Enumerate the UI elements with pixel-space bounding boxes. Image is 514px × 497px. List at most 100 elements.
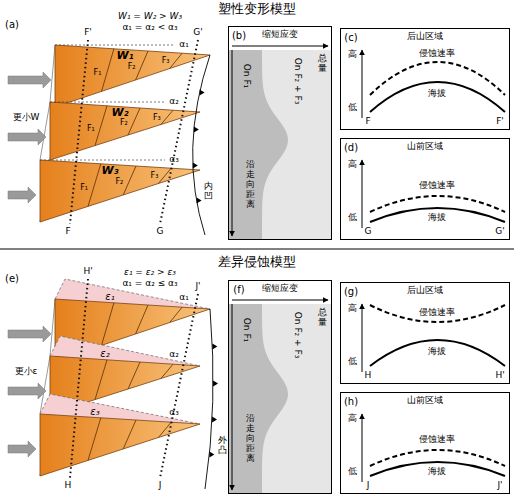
strain-total-area: [229, 50, 331, 239]
figure-label: 内凹: [204, 182, 213, 202]
reference-dashed-line: [40, 160, 165, 161]
figure-label: G': [193, 28, 202, 38]
thrust-tooth: [200, 90, 205, 96]
erosion-rate-curve: [370, 305, 505, 322]
figure-label: 海拔: [428, 89, 446, 99]
elevation-curve: [370, 82, 505, 112]
section-line: [160, 294, 198, 478]
figure-label: α₂: [169, 350, 179, 360]
figure-label: 低: [348, 357, 357, 367]
strain-total-area: [229, 304, 331, 493]
elevation-curve: [370, 462, 505, 476]
figure-label: H': [83, 267, 92, 277]
strain-panel: [229, 300, 331, 493]
panel-heading: 后山区域: [341, 32, 509, 42]
push-arrow: [8, 441, 36, 457]
thrust-tooth: [212, 344, 217, 350]
figure-label: W₂: [112, 107, 129, 119]
figure-label: F: [365, 117, 370, 127]
profile-plot: [362, 304, 505, 372]
elevation-axis: [362, 414, 363, 482]
push-arrow: [8, 326, 51, 342]
figure-label: J': [195, 282, 200, 292]
figure-label: 高: [348, 304, 357, 314]
thrust-tooth: [193, 162, 198, 168]
plastic-wedge-stack: [8, 40, 210, 235]
orogenic-wedge: [40, 160, 200, 222]
figure-label: ε₂: [100, 348, 109, 359]
panel-frame: 后山区域: [340, 282, 510, 384]
strain-f1-area: [229, 304, 288, 493]
figure-label: W₁ = W₂ > W₃: [118, 12, 182, 22]
profile-plot: [362, 50, 505, 118]
figure-label: G: [157, 227, 164, 237]
figure-label: 侵蚀速率: [419, 181, 455, 191]
figure-label: 低: [348, 213, 357, 223]
figure-label: 低: [348, 103, 357, 113]
figure-label: (g): [344, 286, 358, 297]
strain-region: On F₂ + F₃: [277, 51, 317, 111]
push-arrow: [8, 129, 46, 145]
reference-dashed-line: [55, 45, 175, 46]
figure-label: α₃: [169, 408, 179, 418]
thrust-fault: [102, 49, 114, 92]
figure-label: F₃: [162, 57, 170, 66]
figure-label: F₂: [120, 119, 128, 128]
figure-label: F₁: [80, 184, 88, 193]
figure-label: (c): [344, 32, 357, 43]
figure-label: ε₁ = ε₂ > ε₃: [124, 268, 176, 278]
figure-label: J: [159, 481, 162, 491]
figure-label: F₂: [128, 63, 136, 72]
thrust-tooth: [197, 198, 202, 204]
figure-label: 总量: [318, 54, 327, 74]
figure-label: F₂: [115, 178, 123, 187]
figure-label: W₁: [117, 50, 134, 62]
figure-label: H: [365, 371, 372, 381]
figure-label: H: [65, 481, 72, 491]
figure-label: 更小ε: [15, 367, 38, 377]
figure-label: 塑性变形模型: [218, 2, 296, 16]
figure-label: α₃: [169, 155, 179, 165]
thrust-tooth: [209, 452, 214, 458]
figure-label: 高: [348, 414, 357, 424]
elevation-curve: [370, 340, 505, 366]
thrust-fault: [88, 418, 101, 461]
orogenic-wedge: [40, 414, 200, 476]
thrust-fault: [136, 51, 148, 80]
region-label: On F₂ + F₃: [292, 312, 302, 358]
thrust-tooth: [213, 380, 218, 386]
figure-label: ε₁: [105, 291, 114, 302]
figure-label: α₁: [179, 40, 189, 50]
strain-axis: [232, 300, 328, 301]
panel-heading: 山前区域: [341, 396, 509, 406]
figure-label: 外凸: [218, 436, 227, 456]
figure-label: H': [495, 371, 504, 381]
figure-label: ε₃: [90, 406, 99, 417]
region-label: On F₁: [241, 318, 251, 342]
thrust-fault: [128, 108, 140, 135]
divider-line: [0, 249, 514, 250]
figure-label: 低: [348, 467, 357, 477]
figure-label: F₃: [151, 172, 159, 181]
figure-label: (d): [344, 142, 358, 153]
figure-label: F': [496, 117, 504, 127]
thrust-tooth: [194, 126, 199, 132]
push-arrow: [8, 383, 46, 399]
figure-label: 高: [348, 50, 357, 60]
figure-label: α₂: [169, 97, 179, 107]
thrust-fault: [95, 360, 107, 400]
thrust-fault: [102, 303, 114, 346]
figure-label: 沿走向距离: [246, 414, 255, 463]
panel-heading: 后山区域: [341, 286, 509, 296]
orogenic-wedge: [50, 102, 200, 160]
figure-label: J': [497, 481, 502, 491]
push-arrow: [8, 72, 51, 88]
figure-label: J: [367, 481, 370, 491]
thrust-fault: [123, 166, 136, 195]
strain-panel: [229, 46, 331, 239]
figure-label: F': [84, 28, 92, 38]
elevation-axis: [362, 160, 363, 228]
thrust-fault: [170, 53, 182, 68]
figure-label: (e): [5, 273, 19, 284]
